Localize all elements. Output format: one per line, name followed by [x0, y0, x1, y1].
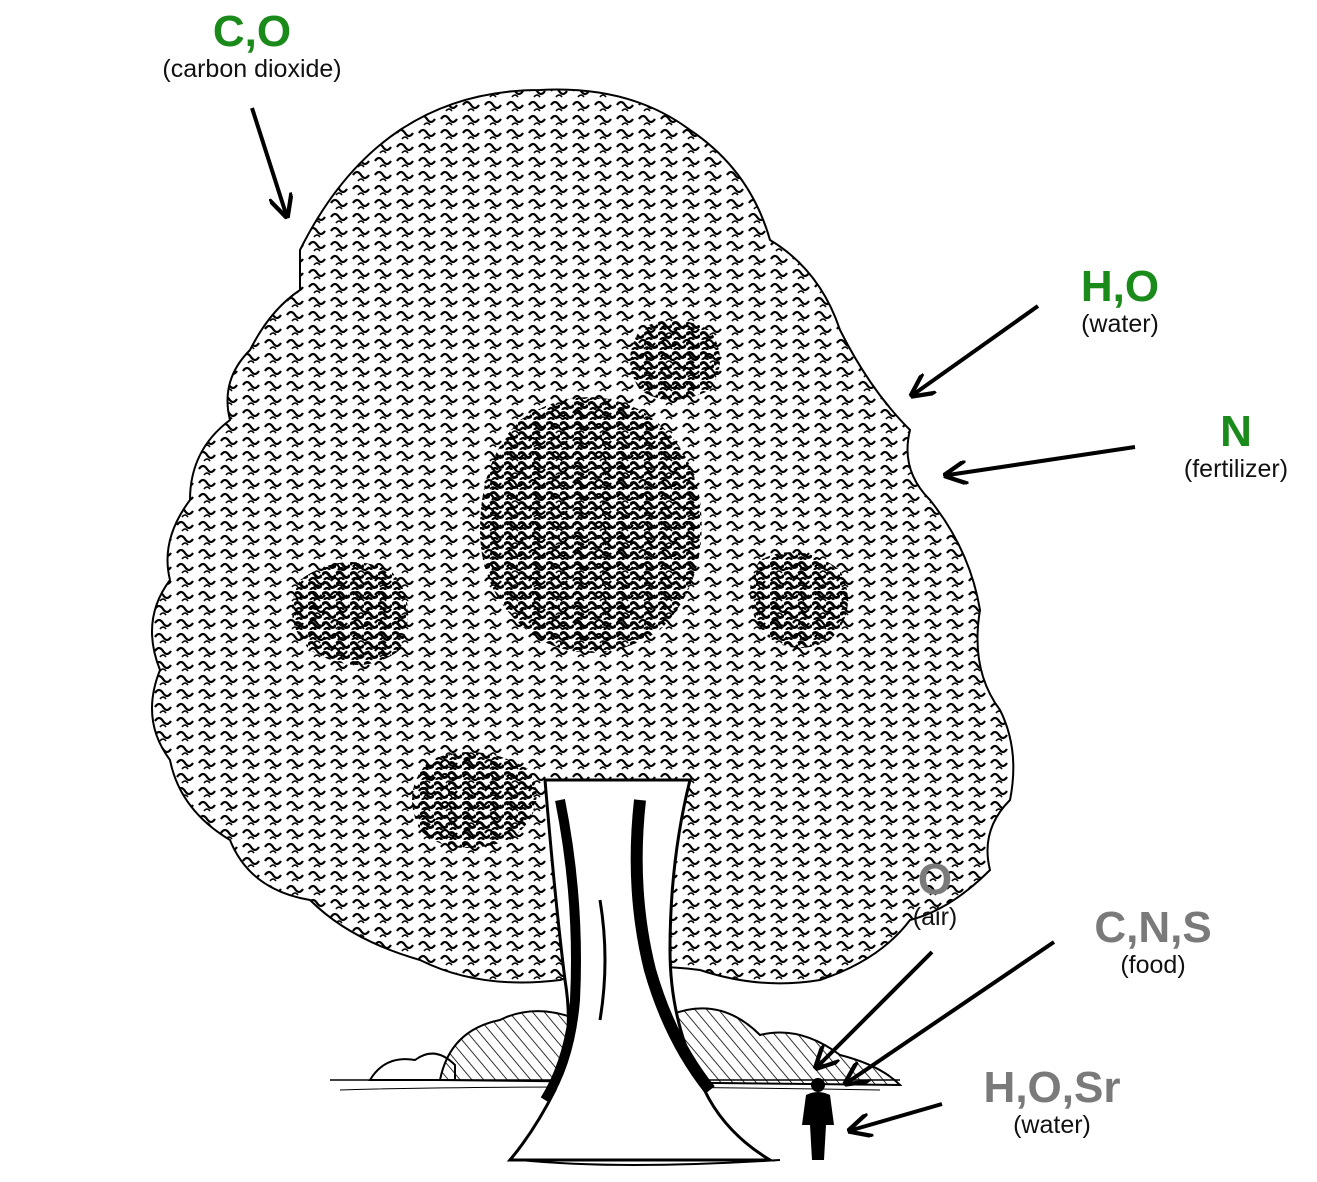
co2-label: C,O (carbon dioxide) — [162, 10, 341, 82]
n-fertilizer-arrow — [948, 447, 1135, 475]
h2o-tree-description: (water) — [1081, 312, 1159, 337]
n-fertilizer-symbol: N — [1184, 410, 1288, 454]
cns-food-symbol: C,N,S — [1094, 906, 1211, 950]
o-air-description: (air) — [913, 905, 957, 930]
n-fertilizer-description: (fertilizer) — [1184, 457, 1288, 482]
o-air-symbol: O — [913, 858, 957, 902]
person-figure — [802, 1078, 834, 1160]
h2o-tree-symbol: H,O — [1081, 265, 1159, 309]
cns-food-label: C,N,S (food) — [1094, 906, 1211, 978]
co2-description: (carbon dioxide) — [162, 57, 341, 82]
o-air-label: O (air) — [913, 858, 957, 930]
cns-food-description: (food) — [1094, 953, 1211, 978]
co2-symbol: C,O — [162, 10, 341, 54]
hosr-water-symbol: H,O,Sr — [984, 1066, 1121, 1110]
hosr-water-description: (water) — [984, 1113, 1121, 1138]
n-fertilizer-label: N (fertilizer) — [1184, 410, 1288, 482]
hosr-water-arrow — [852, 1104, 942, 1130]
h2o-tree-label: H,O (water) — [1081, 265, 1159, 337]
co2-arrow — [252, 108, 286, 214]
hosr-water-label: H,O,Sr (water) — [984, 1066, 1121, 1138]
h2o-tree-arrow — [914, 306, 1038, 394]
cns-food-arrow — [848, 942, 1054, 1082]
